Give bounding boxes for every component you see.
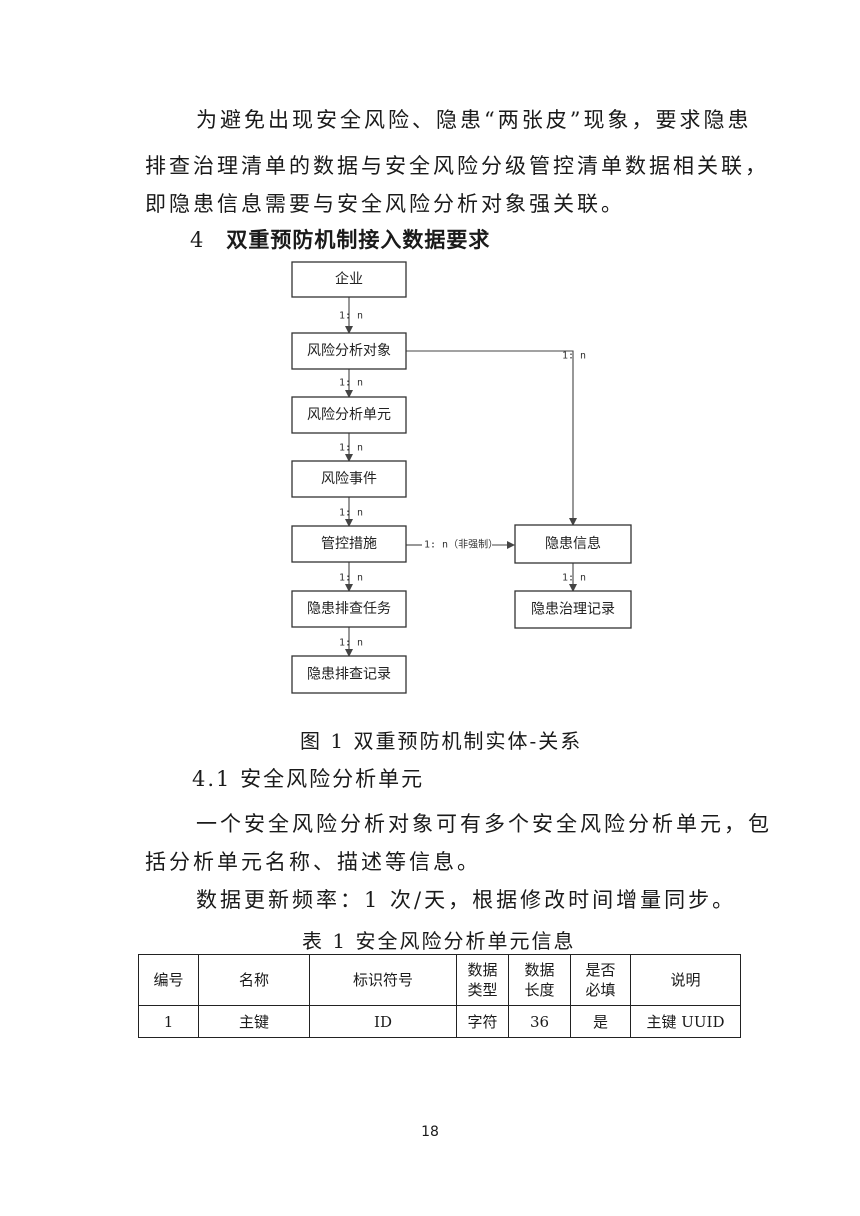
cell-data-length: 36 xyxy=(508,1005,571,1038)
intro-line-2: 排查治理清单的数据与安全风险分级管控清单数据相关联， xyxy=(145,154,769,178)
section-41-para2: 数据更新频率：1 次/天，根据修改时间增量同步。 xyxy=(196,888,737,912)
col-header-required: 是否必填 xyxy=(570,954,631,1006)
cell-number: 1 xyxy=(138,1005,199,1038)
cell-name: 主键 xyxy=(198,1005,310,1038)
col-header-data-length: 数据长度 xyxy=(508,954,571,1006)
table-caption: 表 1 安全风险分析单元信息 xyxy=(302,929,576,953)
section-41-para1-line1: 一个安全风险分析对象可有多个安全风险分析单元，包 xyxy=(196,812,772,836)
section-4-title: 双重预防机制接入数据要求 xyxy=(226,228,491,252)
col-header-number: 编号 xyxy=(138,954,199,1006)
svg-text:隐患排查任务: 隐患排查任务 xyxy=(307,601,391,617)
entity-hazard-fix-record: 隐患治理记录 xyxy=(514,590,632,629)
table-row: 1 主键 ID 字符 36 是 主键 UUID xyxy=(138,1005,741,1038)
section-41-heading: 4.1 安全风险分析单元 xyxy=(192,767,425,791)
svg-text:风险分析单元: 风险分析单元 xyxy=(307,407,391,423)
col-header-description: 说明 xyxy=(630,954,741,1006)
relation-label-event-measure: 1: n xyxy=(339,508,363,519)
cell-required: 是 xyxy=(570,1005,631,1038)
svg-text:风险事件: 风险事件 xyxy=(321,471,377,487)
section-41-para1-line2: 括分析单元名称、描述等信息。 xyxy=(145,850,481,874)
svg-text:隐患信息: 隐患信息 xyxy=(545,535,601,552)
er-diagram: 企业 风险分析对象 风险分析单元 风险事件 管控措施 隐患排查任务 隐患排查记录… xyxy=(291,261,632,694)
relation-label-task-record: 1: n xyxy=(339,638,363,649)
entity-control-measure: 管控措施 xyxy=(291,525,407,563)
table-header-row: 编号 名称 标识符号 数据类型 数据长度 是否必填 说明 xyxy=(138,954,741,1006)
relation-label-measure-info: 1: n（非强制） xyxy=(424,538,498,551)
entity-hazard-record: 隐患排查记录 xyxy=(291,655,407,694)
intro-line-1: 为避免出现安全风险、隐患“两张皮”现象，要求隐患 xyxy=(196,108,752,132)
svg-text:管控措施: 管控措施 xyxy=(321,536,377,552)
cell-identifier: ID xyxy=(309,1005,457,1038)
info-table: 编号 名称 标识符号 数据类型 数据长度 是否必填 说明 1 主键 ID 字符 … xyxy=(138,954,741,1038)
entity-risk-object: 风险分析对象 xyxy=(291,332,407,370)
col-header-data-type: 数据类型 xyxy=(456,954,509,1006)
entity-hazard-info: 隐患信息 xyxy=(514,524,632,564)
cell-data-type: 字符 xyxy=(456,1005,509,1038)
col-header-identifier: 标识符号 xyxy=(309,954,457,1006)
intro-line-3: 即隐患信息需要与安全风险分析对象强关联。 xyxy=(145,192,625,216)
relation-label-measure-task: 1: n xyxy=(339,573,363,584)
relation-label-object-info: 1: n xyxy=(562,351,586,362)
relation-label-info-fix: 1: n xyxy=(562,573,586,584)
section-4-number: 4 xyxy=(190,228,205,252)
svg-text:企业: 企业 xyxy=(335,271,363,288)
entity-hazard-task: 隐患排查任务 xyxy=(291,590,407,628)
cell-description: 主键 UUID xyxy=(630,1005,741,1038)
relation-label-enterprise-object: 1: n xyxy=(339,311,363,322)
section-4-heading: 4 双重预防机制接入数据要求 xyxy=(190,224,490,254)
svg-text:风险分析对象: 风险分析对象 xyxy=(307,343,391,359)
svg-text:隐患排查记录: 隐患排查记录 xyxy=(307,667,391,683)
relation-label-object-unit: 1: n xyxy=(339,378,363,389)
arrow-object-to-hazard-info xyxy=(406,350,577,526)
page-number: 18 xyxy=(421,1124,439,1140)
entity-enterprise: 企业 xyxy=(291,261,407,298)
col-header-name: 名称 xyxy=(198,954,310,1006)
svg-text:隐患治理记录: 隐患治理记录 xyxy=(531,602,615,618)
relation-label-unit-event: 1: n xyxy=(339,443,363,454)
entity-risk-unit: 风险分析单元 xyxy=(291,396,407,434)
entity-risk-event: 风险事件 xyxy=(291,460,407,498)
figure-caption: 图 1 双重预防机制实体-关系 xyxy=(300,729,583,753)
